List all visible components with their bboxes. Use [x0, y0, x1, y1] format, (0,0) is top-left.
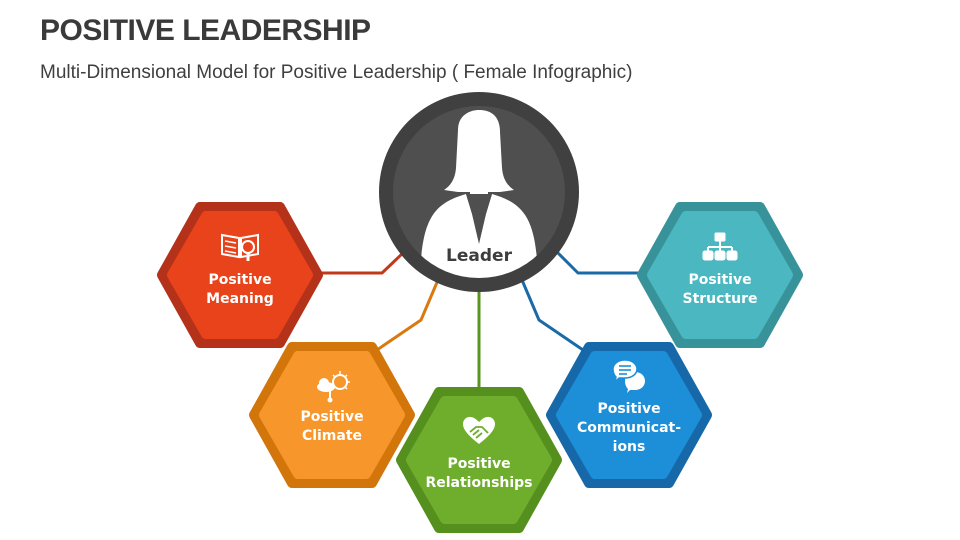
label-climate-line2: Climate	[301, 428, 363, 444]
connector-structure	[553, 248, 650, 275]
heart-handshake-icon	[463, 416, 495, 444]
label-climate: Positive Climate	[272, 408, 392, 446]
book-magnifier-icon	[221, 233, 259, 261]
leader-circle	[379, 92, 579, 292]
label-structure-line1: Positive	[688, 272, 752, 288]
label-communications: Positive Communicat- ions	[569, 400, 689, 457]
org-chart-icon	[702, 232, 738, 261]
connector-communications	[520, 279, 587, 354]
label-communications-line1: Positive	[597, 401, 661, 417]
label-relationships-line2: Relationships	[425, 475, 533, 491]
label-meaning: Positive Meaning	[180, 271, 300, 309]
node-structure[interactable]	[642, 207, 798, 343]
label-communications-line2: Communicat-	[576, 420, 682, 436]
node-relationships[interactable]	[401, 392, 557, 528]
connector-meaning	[310, 250, 406, 275]
connector-climate	[373, 279, 440, 354]
node-meaning[interactable]	[162, 207, 318, 343]
label-relationships-line1: Positive	[447, 456, 511, 472]
page-title: POSITIVE LEADERSHIP	[40, 14, 371, 47]
leader-label: Leader	[446, 246, 512, 266]
label-relationships: Positive Relationships	[419, 455, 539, 493]
chat-bubbles-icon	[612, 359, 645, 393]
weather-thermometer-icon	[317, 371, 350, 403]
label-structure-line2: Structure	[682, 291, 758, 307]
node-communications[interactable]	[551, 347, 707, 483]
page-subtitle: Multi-Dimensional Model for Positive Lea…	[40, 62, 633, 83]
label-meaning-line2: Meaning	[206, 291, 274, 307]
label-climate-line1: Positive	[300, 409, 364, 425]
label-meaning-line1: Positive	[208, 272, 272, 288]
label-structure: Positive Structure	[660, 271, 780, 309]
node-climate[interactable]	[254, 347, 410, 483]
label-communications-line3: ions	[612, 439, 646, 455]
